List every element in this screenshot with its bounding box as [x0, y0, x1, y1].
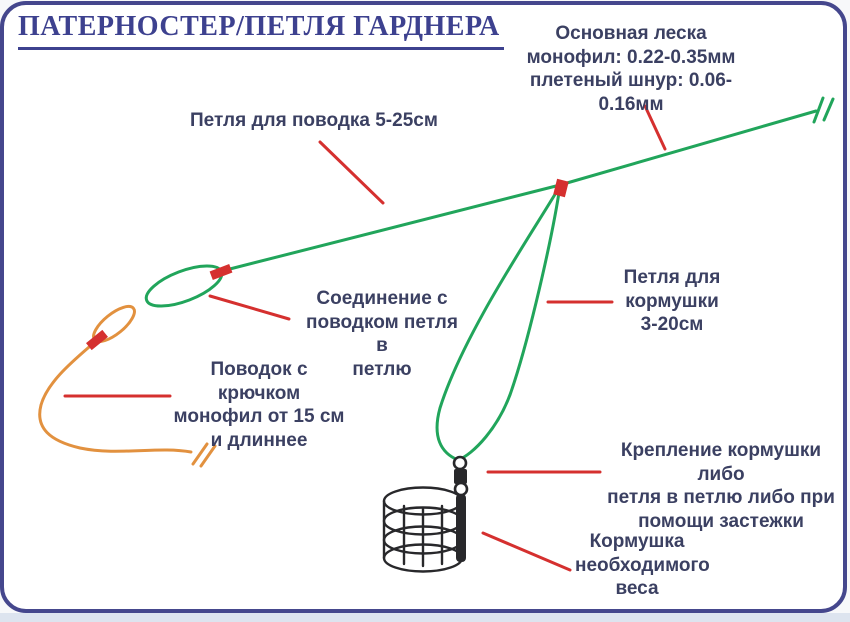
diagram-title: Патерностер/Петля Гарднера [18, 10, 504, 50]
label-connection: Соединение с поводком петля в петлю [306, 288, 458, 380]
main-line-end-ticks-icon [812, 96, 835, 124]
leader-loop-shape [144, 264, 224, 308]
clip-bar [456, 494, 466, 562]
label-feeder-loop: Петля для кормушки 3-20см [623, 267, 721, 336]
clip-solid [454, 469, 467, 562]
leader-curve [38, 339, 193, 454]
label-main-line: Основная леска монофил: 0.22-0.35мм плет… [526, 23, 736, 115]
pointer-main-line [643, 104, 667, 151]
pointer-feeder [481, 531, 572, 572]
swivel-ring-icon [452, 455, 468, 471]
label-leader: Поводок с крючком монофил от 15 см и дли… [173, 359, 345, 451]
swivel-body [454, 469, 467, 484]
pointer-connection [208, 294, 291, 321]
knot-connectors [86, 178, 569, 351]
pointer-lines [63, 104, 667, 572]
cage-wires [382, 499, 464, 568]
main-line [220, 109, 818, 273]
knot-feeder-loop [553, 178, 569, 198]
knot-leader-loop [209, 264, 233, 280]
label-leader-loop: Петля для поводка 5-25см [190, 110, 438, 131]
leader-end-ticks-icon [191, 442, 217, 468]
label-feeder: Кормушка необходимого веса [575, 531, 710, 600]
label-attachment: Крепление кормушки либо петля в петлю ли… [607, 440, 835, 532]
page-bottom-strip [0, 613, 850, 622]
clip-ring-icon [453, 481, 469, 497]
feeder-cage [382, 455, 469, 573]
pointer-leader-loop [318, 140, 385, 205]
knot-hook-leader [86, 329, 108, 351]
